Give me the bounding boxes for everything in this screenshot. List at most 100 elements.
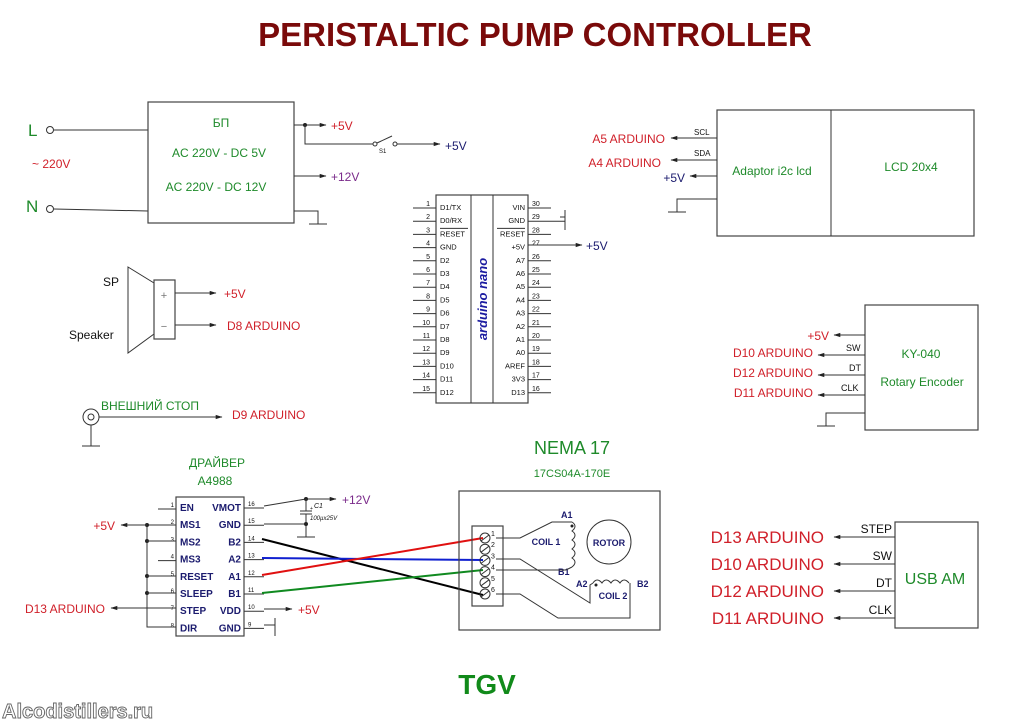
usb-am-box <box>894 521 979 629</box>
arduino-pin-d6: D6 <box>440 309 450 318</box>
speaker: SP Speaker + − +5V D8 ARDUINO <box>69 266 300 354</box>
driver-pin-a2: A2 <box>228 555 241 566</box>
driver-pin-reset: RESET <box>180 572 213 583</box>
usb-am-pin-step: STEP <box>861 522 892 536</box>
arduino-pin-vin: VIN <box>512 203 525 212</box>
switch-s1-label: S1 <box>379 149 387 155</box>
arduino-pin-number: 18 <box>532 359 540 366</box>
coil2-icon <box>592 579 630 584</box>
driver-pin-number: 9 <box>248 622 252 628</box>
driver-pin-number: 16 <box>248 502 255 508</box>
encoder-target-clk: D11 ARDUINO <box>734 386 813 400</box>
arduino-pin-number: 1 <box>426 201 430 208</box>
arduino-pin-a5: A5 <box>516 282 525 291</box>
ps-switched-5v: +5V <box>445 139 467 153</box>
power-supply-line2: AC 220V - DC 12V <box>166 180 267 194</box>
arduino-pin-number: 10 <box>422 320 430 327</box>
arduino-pin-5v: +5V <box>511 243 525 252</box>
rotary-encoder: KY-040 Rotary Encoder +5V SW D10 ARDUINO… <box>733 304 979 431</box>
arduino-pin-number: 24 <box>532 280 540 287</box>
arduino-pin-d10: D10 <box>440 361 454 370</box>
input-voltage-label: ~ 220V <box>32 157 70 171</box>
driver-pin-number: 3 <box>171 537 175 543</box>
driver-pin-ms1: MS1 <box>180 520 201 531</box>
usb-am-target: D10 ARDUINO <box>711 555 824 574</box>
arduino-pin-number: 15 <box>422 386 430 393</box>
terminal-number: 3 <box>491 553 495 560</box>
driver-title1: ДРАЙВЕР <box>189 455 245 470</box>
jack-icon[interactable] <box>82 408 100 426</box>
terminal-number: 2 <box>491 542 495 549</box>
driver-pin-number: 8 <box>171 623 175 629</box>
arduino-pin-number: 6 <box>426 267 430 274</box>
arduino-box <box>435 194 529 404</box>
driver-pin-step: STEP <box>180 606 206 617</box>
arduino-pin-d0rx: D0/RX <box>440 216 462 225</box>
driver-vmot-target: +12V <box>342 493 370 507</box>
terminal-screw-icon <box>479 588 491 600</box>
terminal-number: 4 <box>491 565 495 572</box>
coil2-label: COIL 2 <box>599 591 628 601</box>
lcd-pin-sda: SDA <box>694 149 711 158</box>
encoder-pin-sw: SW <box>846 343 861 353</box>
motor-model: 17CS04A-170E <box>534 468 610 480</box>
arduino-pin-number: 28 <box>532 227 540 234</box>
driver-title2: A4988 <box>198 474 233 488</box>
coil1-a: A1 <box>561 510 573 520</box>
encoder-target-sw: D10 ARDUINO <box>733 346 813 360</box>
lcd-pin-scl: SCL <box>694 128 710 137</box>
wire-green <box>261 569 484 594</box>
driver-pin-gnd: GND <box>219 623 241 634</box>
arduino-pin-a1: A1 <box>516 335 525 344</box>
driver-pin-b1: B1 <box>228 589 241 600</box>
arduino-pin-number: 26 <box>532 254 540 261</box>
encoder-target-dt: D12 ARDUINO <box>733 366 813 380</box>
driver-step-target: D13 ARDUINO <box>25 602 105 616</box>
driver-pin-number: 10 <box>248 605 255 611</box>
driver-pin-number: 15 <box>248 519 255 525</box>
arduino-pin-a2: A2 <box>516 322 525 331</box>
coil1-icon <box>571 521 576 568</box>
coil2-a: A2 <box>576 579 588 589</box>
encoder-target-5v: +5V <box>807 329 829 343</box>
author-label: TGV <box>458 669 516 700</box>
terminal-l-icon <box>46 126 54 134</box>
rotor-label: ROTOR <box>593 538 626 548</box>
wire-blue <box>261 557 484 561</box>
terminal-number: 1 <box>491 531 495 538</box>
switch-s1-icon[interactable] <box>372 141 378 147</box>
speaker-minus: − <box>161 321 167 333</box>
driver-pin-a1: A1 <box>228 572 241 583</box>
usb-am-pin-sw: SW <box>873 549 893 563</box>
lcd-target-sda: A4 ARDUINO <box>588 156 661 170</box>
wire-black <box>261 538 484 596</box>
terminal-screw-icon <box>479 566 491 578</box>
coil2-b: B2 <box>637 579 649 589</box>
arduino-pin-number: 4 <box>426 241 430 248</box>
driver-pin-vmot: VMOT <box>212 503 241 514</box>
driver-pin-number: 5 <box>171 572 175 578</box>
driver-pin-ms2: MS2 <box>180 537 201 548</box>
usb-am-name: USB AM <box>905 571 965 588</box>
driver-ms-5v: +5V <box>93 519 115 533</box>
driver-pin-number: 4 <box>171 555 175 561</box>
arduino-pin-gnd: GND <box>440 243 457 252</box>
external-stop-target: D9 ARDUINO <box>232 408 305 422</box>
arduino-pin-d4: D4 <box>440 282 450 291</box>
lcd-target-scl: A5 ARDUINO <box>592 132 665 146</box>
driver-pin-number: 2 <box>171 520 175 526</box>
driver-pin-number: 12 <box>248 571 255 577</box>
usb-am-target: D11 ARDUINO <box>712 609 824 628</box>
arduino-pin-a6: A6 <box>516 269 525 278</box>
arduino-pin-d12: D12 <box>440 388 454 397</box>
arduino-pin-number: 30 <box>532 201 540 208</box>
speaker-plus-target: +5V <box>224 287 246 301</box>
power-supply-box <box>147 101 295 224</box>
arduino-pin-number: 16 <box>532 386 540 393</box>
arduino-pin-number: 17 <box>532 373 540 380</box>
arduino-pin-number: 5 <box>426 254 430 261</box>
driver-pin-number: 13 <box>248 554 255 560</box>
arduino-pin-number: 20 <box>532 333 540 340</box>
arduino-pin-number: 21 <box>532 320 540 327</box>
